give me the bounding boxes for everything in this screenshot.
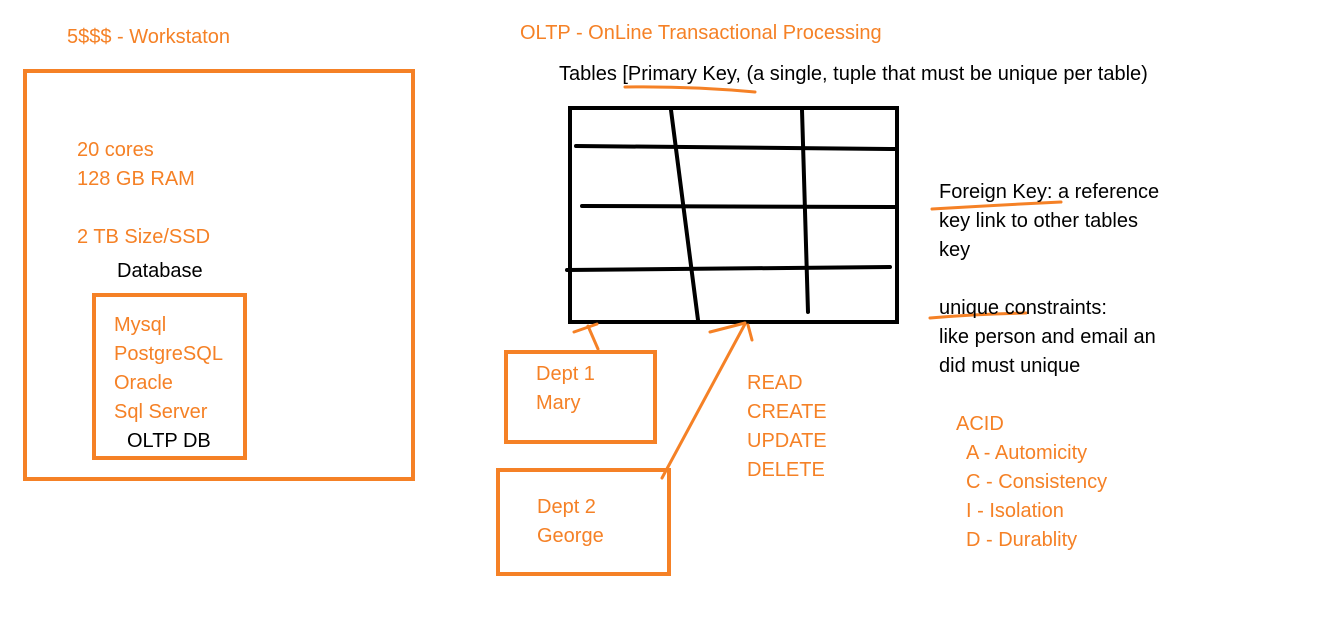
dept1-arrow [572, 322, 600, 351]
acid-durability: D - Durablity [966, 529, 1078, 551]
dept2-box [496, 468, 671, 576]
oltp-title: OLTP - OnLine Transactional Processing [520, 22, 882, 44]
dept2-arrow [660, 321, 754, 480]
foreign-key-line-2: key [939, 239, 971, 261]
oltp-db-label: OLTP DB [127, 430, 211, 452]
acid-consistency: C - Consistency [966, 471, 1108, 493]
foreign-key-underline [930, 200, 1063, 211]
spec-storage: 2 TB Size/SSD [77, 226, 211, 248]
spec-ram: 128 GB RAM [77, 168, 195, 190]
db-mysql: Mysql [114, 314, 167, 336]
op-update: UPDATE [747, 430, 827, 452]
unique-underline [928, 311, 1028, 320]
database-box [92, 293, 247, 460]
dept1-name: Dept 1 [536, 363, 595, 385]
acid-isolation: I - Isolation [966, 500, 1064, 522]
acid-atomicity: A - Automicity [966, 442, 1088, 464]
unique-rest: constraints: [999, 297, 1107, 319]
unique-line-1: like person and email an [939, 326, 1156, 348]
db-postgresql: PostgreSQL [114, 343, 223, 365]
dept2-name: Dept 2 [537, 496, 596, 518]
db-oracle: Oracle [114, 372, 173, 394]
op-read: READ [747, 372, 803, 394]
table-sketch [565, 106, 899, 324]
dept1-person: Mary [536, 392, 581, 414]
foreign-key-heading: Foreign Key: a reference [939, 178, 1159, 207]
foreign-key-term: Foreign Key [939, 181, 1047, 203]
dept1-box [504, 350, 657, 444]
op-delete: DELETE [747, 459, 825, 481]
database-label: Database [117, 260, 203, 282]
spec-cores: 20 cores [77, 139, 154, 161]
dept2-person: George [537, 525, 604, 547]
primary-key-underline [623, 85, 757, 94]
db-sql-server: Sql Server [114, 401, 208, 423]
workstation-box [23, 69, 415, 481]
foreign-key-rest: : a reference [1046, 181, 1160, 203]
acid-title: ACID [956, 413, 1004, 435]
unique-line-2: did must unique [939, 355, 1081, 377]
tables-primary-key-line: Tables [Primary Key, (a single, tuple th… [559, 63, 1148, 85]
workstation-title: 5$$$ - Workstaton [67, 26, 231, 48]
foreign-key-line-1: key link to other tables [939, 210, 1138, 232]
op-create: CREATE [747, 401, 827, 423]
unique-term: unique [939, 297, 1000, 319]
unique-heading: unique constraints: [939, 294, 1107, 323]
